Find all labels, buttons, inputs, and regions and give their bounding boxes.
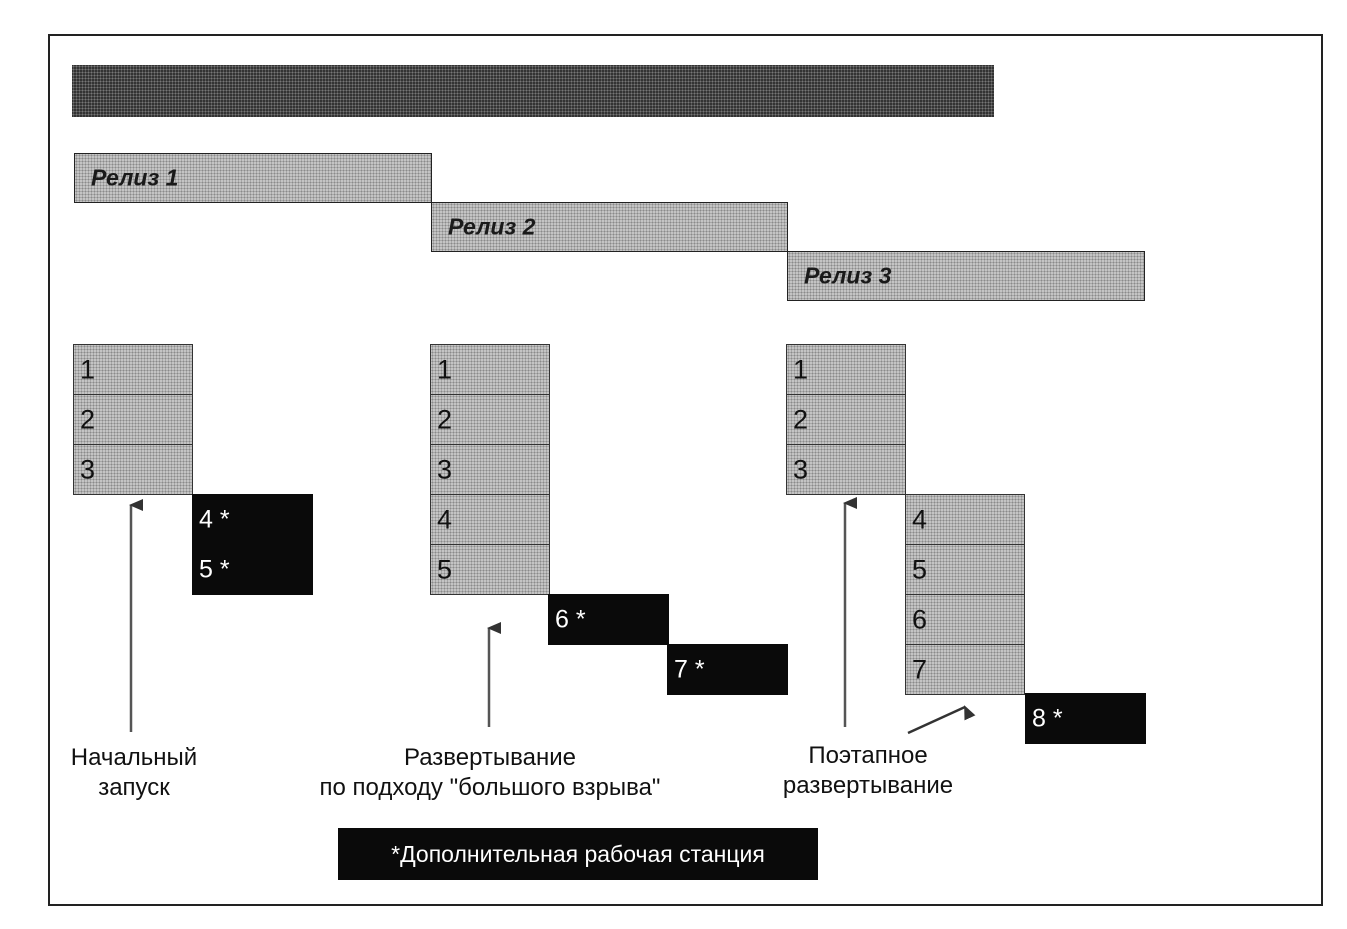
- station-cell: 2: [786, 394, 906, 445]
- caption-line: Начальный: [70, 744, 198, 771]
- release-label-3: Релиз 3: [804, 262, 892, 289]
- caption-line: запуск: [98, 774, 170, 801]
- arrow-diagonal-icon: [907, 705, 976, 735]
- station-label: 5: [437, 554, 453, 584]
- station-label: 5: [912, 554, 928, 584]
- station-label: 2: [793, 404, 809, 434]
- station-cell: 5: [905, 544, 1025, 595]
- station-cell: 3: [786, 444, 906, 495]
- added-station-cell: 4 *: [192, 494, 313, 545]
- caption-phased: Поэтапное развертывание: [768, 741, 968, 801]
- caption-line: Поэтапное: [808, 742, 928, 769]
- caption-initial: Начальный запуск: [68, 743, 200, 803]
- station-cell: 2: [73, 394, 193, 445]
- station-label: 3: [793, 454, 809, 484]
- station-cell: 5: [430, 544, 550, 595]
- station-label: 1: [80, 354, 96, 384]
- legend-box: *Дополнительная рабочая станция: [338, 828, 818, 880]
- station-label: 4 *: [199, 505, 230, 533]
- release-bar-1: Релиз 1: [74, 153, 432, 203]
- caption-line: развертывание: [782, 772, 954, 799]
- release-label-2: Релиз 2: [448, 213, 536, 240]
- station-cell: 3: [73, 444, 193, 495]
- station-cell: 2: [430, 394, 550, 445]
- station-cell: 1: [73, 344, 193, 395]
- station-label: 4: [437, 504, 453, 534]
- release-bar-2: Релиз 2: [431, 202, 788, 252]
- release-bar-3: Релиз 3: [787, 251, 1145, 301]
- station-label: 4: [912, 504, 928, 534]
- station-label: 1: [437, 354, 453, 384]
- station-label: 2: [80, 404, 96, 434]
- station-cell: 4: [905, 494, 1025, 545]
- station-cell: 4: [430, 494, 550, 545]
- station-label: 3: [437, 454, 453, 484]
- station-label: 5 *: [199, 555, 230, 583]
- station-cell: 1: [786, 344, 906, 395]
- diagram-frame: [48, 34, 1323, 906]
- station-label: 6: [912, 604, 928, 634]
- station-label: 7 *: [674, 655, 705, 683]
- header-bar: [72, 65, 994, 117]
- station-label: 3: [80, 454, 96, 484]
- added-station-cell: 7 *: [667, 644, 788, 695]
- added-station-cell: 8 *: [1025, 693, 1146, 744]
- station-label: 7: [912, 654, 928, 684]
- station-label: 6 *: [555, 605, 586, 633]
- station-cell: 1: [430, 344, 550, 395]
- station-label: 2: [437, 404, 453, 434]
- caption-line: Развертывание: [403, 744, 577, 771]
- station-label: 1: [793, 354, 809, 384]
- station-label: 8 *: [1032, 704, 1063, 732]
- added-station-cell: 6 *: [548, 594, 669, 645]
- station-cell: 3: [430, 444, 550, 495]
- release-label-1: Релиз 1: [91, 164, 179, 191]
- caption-big-bang: Развертывание по подходу "большого взрыв…: [300, 743, 680, 803]
- caption-line: по подходу "большого взрыва": [319, 774, 661, 801]
- added-station-cell: 5 *: [192, 544, 313, 595]
- station-cell: 6: [905, 594, 1025, 645]
- station-cell: 7: [905, 644, 1025, 695]
